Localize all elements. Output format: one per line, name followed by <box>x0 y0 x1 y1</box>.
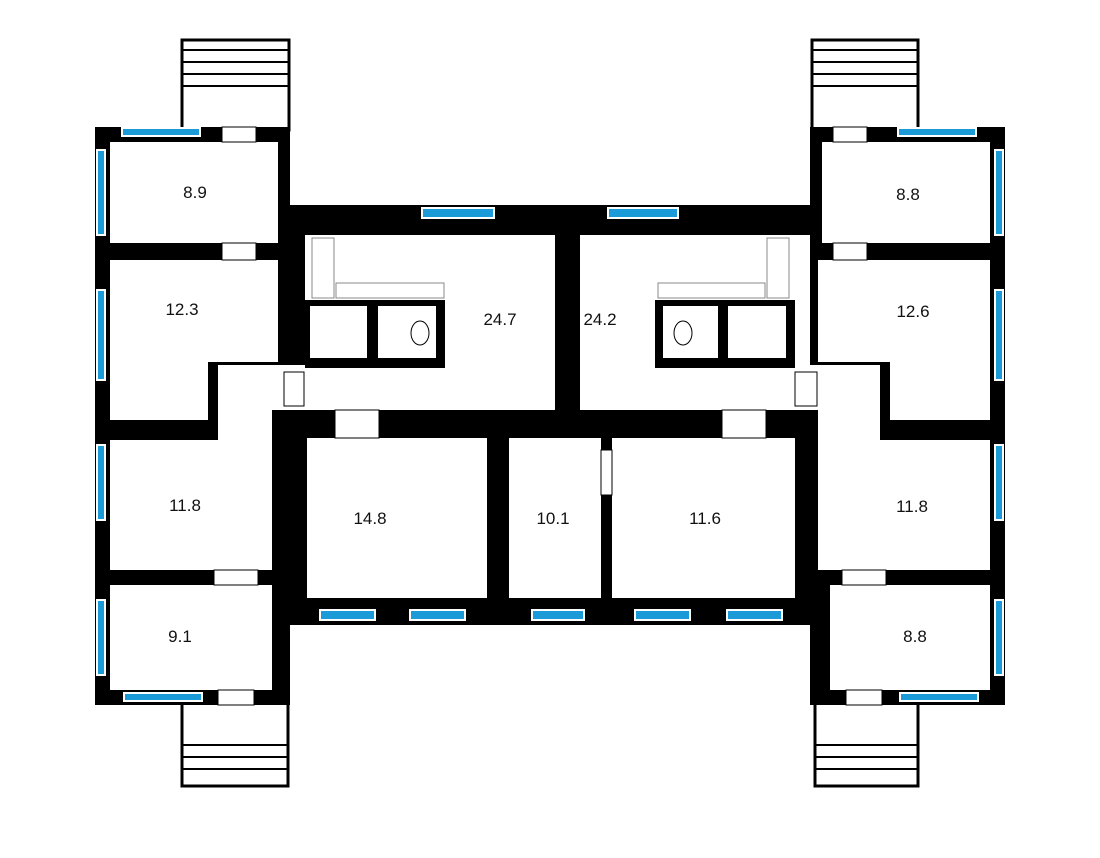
room-area-label: 11.8 <box>896 497 928 516</box>
room-area-label: 8.8 <box>896 185 920 204</box>
room-area-label: 24.2 <box>583 310 617 329</box>
room-area-label: 8.8 <box>903 627 927 646</box>
room-area-label: 12.3 <box>165 300 199 319</box>
room-area-label: 24.7 <box>483 310 517 329</box>
windows <box>96 127 1004 702</box>
room-area-label: 12.6 <box>896 302 930 321</box>
room-area-label: 9.1 <box>168 627 192 646</box>
room-area-label: 11.6 <box>689 509 721 528</box>
room-area-label: 8.9 <box>183 183 207 202</box>
doors <box>213 126 887 706</box>
room-area-label: 11.8 <box>169 496 201 515</box>
rooms-floor <box>110 142 990 690</box>
room-area-label: 14.8 <box>353 509 387 528</box>
room-area-label: 10.1 <box>536 509 570 528</box>
bathroom-walls <box>305 237 795 368</box>
